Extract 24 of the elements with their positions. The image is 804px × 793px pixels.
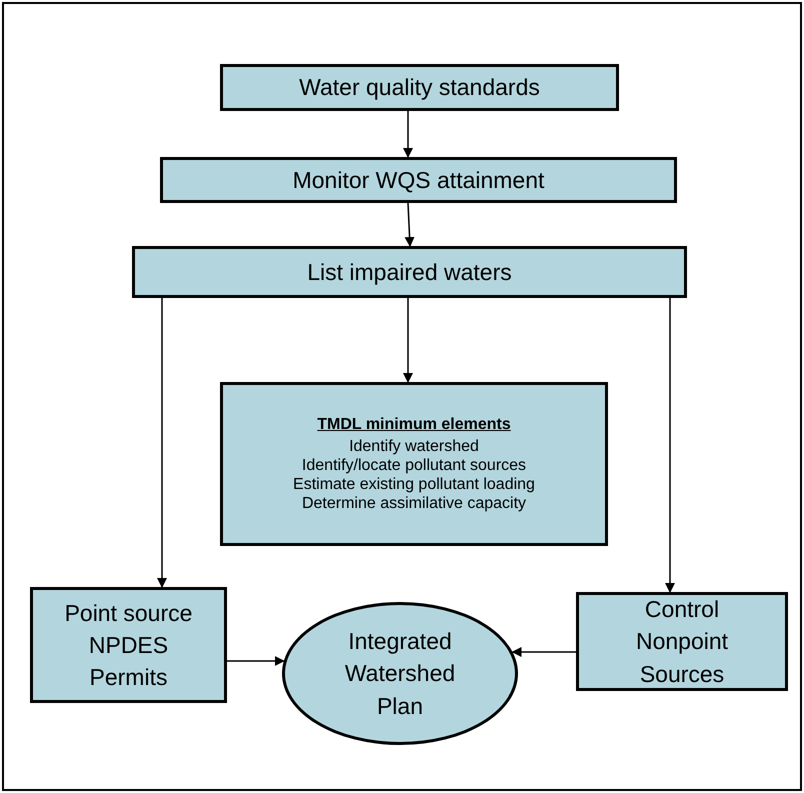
arrow <box>665 298 675 593</box>
process-box <box>220 64 619 111</box>
arrow <box>512 647 576 657</box>
box-label: List impaired waters <box>306 258 513 287</box>
box-label: Integrated Watershed Plan <box>344 627 456 721</box>
list-item: Identify watershed <box>349 436 479 456</box>
arrow <box>403 111 413 158</box>
process-box <box>132 246 687 298</box>
arrow <box>403 298 413 383</box>
list-item: Identify/locate pollutant sources <box>302 456 526 476</box>
arrow <box>227 656 285 666</box>
process-box <box>576 592 788 691</box>
box-label: Control Nonpoint Sources <box>634 595 730 689</box>
process-box <box>220 382 608 546</box>
box-label: Monitor WQS attainment <box>292 166 546 195</box>
arrow <box>404 202 415 247</box>
process-box <box>160 157 677 203</box>
list-item: Estimate existing pollutant loading <box>293 475 535 494</box>
box-label: Point source NPDES Permits <box>64 598 194 692</box>
box-label: Water quality standards <box>298 73 541 102</box>
box-heading: TMDL minimum elements <box>317 415 511 436</box>
process-box <box>30 587 227 703</box>
arrow <box>157 298 167 588</box>
list-item: Determine assimilative capacity <box>302 494 526 514</box>
